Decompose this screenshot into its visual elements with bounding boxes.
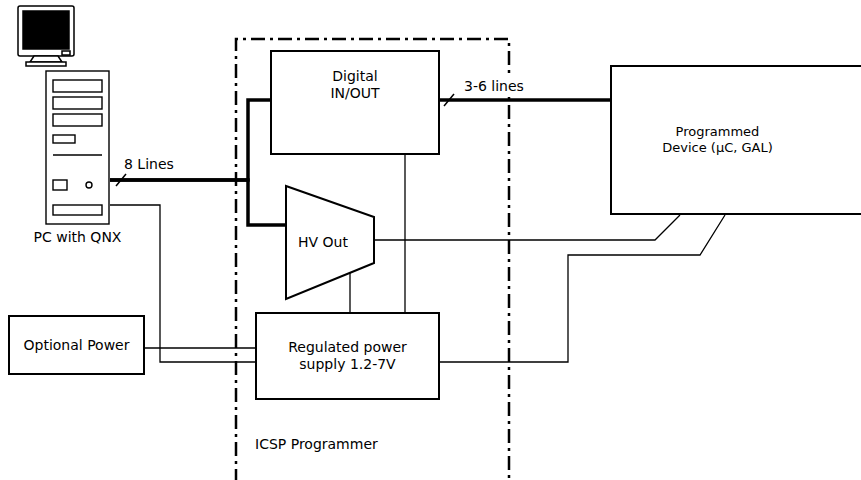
- bus-label: 8 Lines: [122, 156, 176, 172]
- node-text: Optional Power: [22, 337, 132, 354]
- node-text: Regulated power supply 1.2-7V: [268, 339, 428, 373]
- digital-io-box: Digital IN/OUT: [270, 50, 440, 155]
- node-text: Programmed Device (µC, GAL): [659, 124, 777, 155]
- programmed-device-box: Programmed Device (µC, GAL): [610, 65, 861, 215]
- programmer-region: ICSP Programmer Digital IN/OUT HV OutRegul…: [235, 38, 510, 480]
- bus-label: 3-6 lines: [462, 78, 526, 94]
- node-text: Digital IN/OUT: [310, 68, 400, 102]
- hv-amplifier: HV Out: [285, 185, 375, 300]
- node-text: HV Out: [298, 234, 348, 251]
- node-text: ICSP Programmer: [255, 436, 378, 453]
- bus-line: [110, 100, 270, 180]
- wire: [375, 215, 680, 240]
- power-supply-box: Regulated power supply 1.2-7V: [255, 312, 440, 400]
- node-text: PC with QNX: [10, 229, 145, 246]
- bus-line: [440, 98, 610, 102]
- pc-tower: PC with QNX: [45, 70, 110, 225]
- tower-outline: [45, 70, 110, 225]
- bus-line: [110, 180, 285, 225]
- wire: [440, 215, 725, 362]
- optional-power-box: Optional Power: [8, 315, 145, 375]
- wire: [404, 155, 405, 312]
- wire: [349, 272, 350, 312]
- wire: [145, 347, 255, 348]
- monitor-icon: [18, 6, 74, 66]
